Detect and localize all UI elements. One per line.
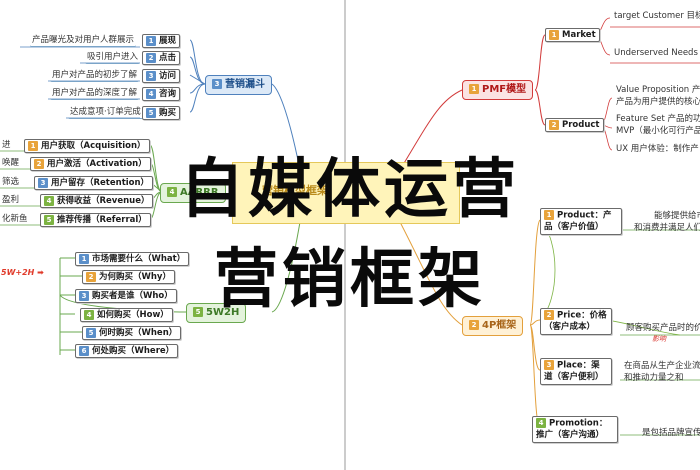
fourp-leaf-2a: 顾客购买产品时的价 [626,323,700,333]
fivew-tag: 5W+2H ➡ [1,268,44,277]
branch-4p-title: 4P框架 [482,320,517,331]
branch-pmf-num: 1 [469,84,479,94]
funnel-leaf-4: 用户对产品的深度了解 [50,88,140,100]
aarrr-leaf-4: 盈利 [2,195,20,205]
branch-aarrr-num: 4 [167,187,177,197]
pmf-market-leaf-2: Underserved Needs 目 [614,48,700,58]
fourp-leaf-3b: 和推动力量之和 [624,373,684,383]
pmf-product-leaf-4: MVP（最小化可行产品 [616,126,700,136]
pmf-product-leaf-3: Feature Set 产品的功 [616,114,700,124]
funnel-leaf-5: 达成意项·订单完成 [68,107,143,119]
branch-fivew-num: 5 [193,307,203,317]
funnel-leaf-2: 吸引用户进入 [85,52,141,64]
branch-fivew-title: 5W2H [206,307,240,318]
pmf-product-leaf-2: 产品为用户提供的核心 [616,97,700,107]
fourp-leaf-3a: 在商品从生产企业流 [624,361,700,371]
overlay-title-line1: 自媒体运营 [180,153,520,227]
branch-aarrr-title: AARRR [180,187,219,198]
pmf-market-leaf-1: target Customer 目标用 [614,11,700,21]
fourp-leaf-1b: 和消费并满足人们 [634,223,700,233]
branch-pmf-title: PMF模型 [482,84,527,95]
fourp-leaf-4a: 是包括品牌宣传 [642,428,700,438]
fourp-leaf-1a: 能够提供给市 [654,211,700,221]
branch-funnel-num: 3 [212,79,222,89]
branch-4p-num: 2 [469,320,479,330]
fourp-note: 影响 [652,335,666,343]
pmf-product-leaf-5: UX 用户体验：制作产 [616,144,699,154]
aarrr-leaf-1: 进 [2,140,11,150]
aarrr-leaf-2: 唤醒 [2,158,20,168]
pmf-product-leaf-1: Value Proposition 产 [616,85,700,95]
center-node[interactable] [232,162,460,224]
aarrr-leaf-5: 化新鱼 [2,214,28,224]
funnel-leaf-3: 用户对产品的初步了解 [50,70,140,82]
branch-funnel-title: 营销漏斗 [225,79,265,90]
aarrr-leaf-3: 筛选 [2,177,20,187]
center-label: 营销模型框架 [262,184,328,197]
funnel-leaf-1: 产品曝光及对用户人群展示 [30,35,137,47]
overlay-title-line2: 营销框架 [214,243,486,317]
